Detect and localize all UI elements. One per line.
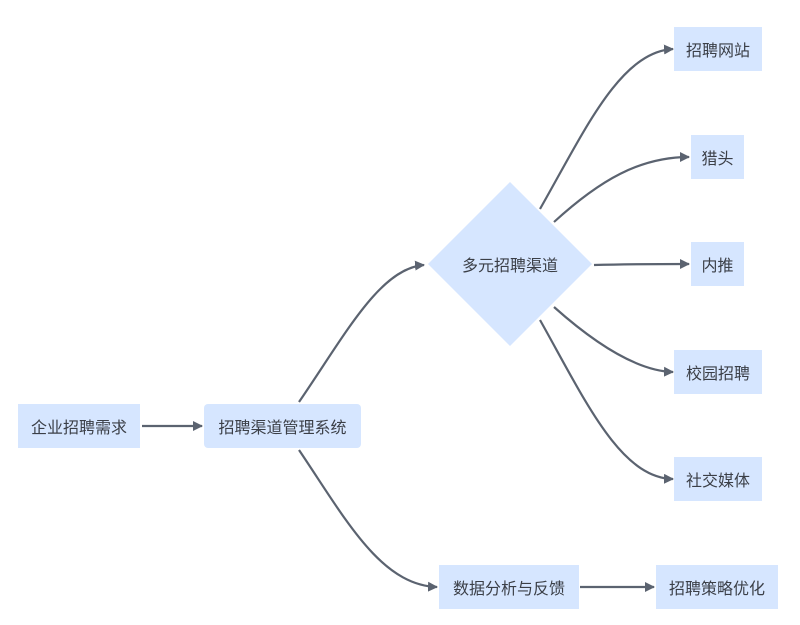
node-enterprise-demand: 企业招聘需求: [18, 404, 140, 448]
node-social-media: 社交媒体: [674, 457, 762, 501]
node-headhunter: 猎头: [691, 135, 744, 179]
edge-channels-to-referral: [593, 259, 690, 270]
node-multi-channel: 多元招聘渠道: [461, 256, 558, 275]
edge-channels-to-website: [539, 44, 674, 210]
node-channel-management-system: 招聘渠道管理系统: [204, 404, 361, 448]
channels-diamond-shape: [428, 182, 592, 346]
node-data-analysis-feedback: 数据分析与反馈: [439, 565, 579, 609]
node-campus-recruitment: 校园招聘: [674, 350, 762, 394]
node-recruitment-website: 招聘网站: [674, 27, 762, 71]
edge-channels-to-social: [539, 319, 674, 484]
edge-channels-to-headhunter: [553, 152, 690, 223]
edge-system-to-channels: [298, 260, 425, 403]
node-internal-referral: 内推: [691, 242, 744, 286]
edge-channels-to-campus: [553, 306, 674, 377]
node-strategy-optimization: 招聘策略优化: [656, 565, 778, 609]
edge-system-to-analysis: [298, 449, 438, 592]
